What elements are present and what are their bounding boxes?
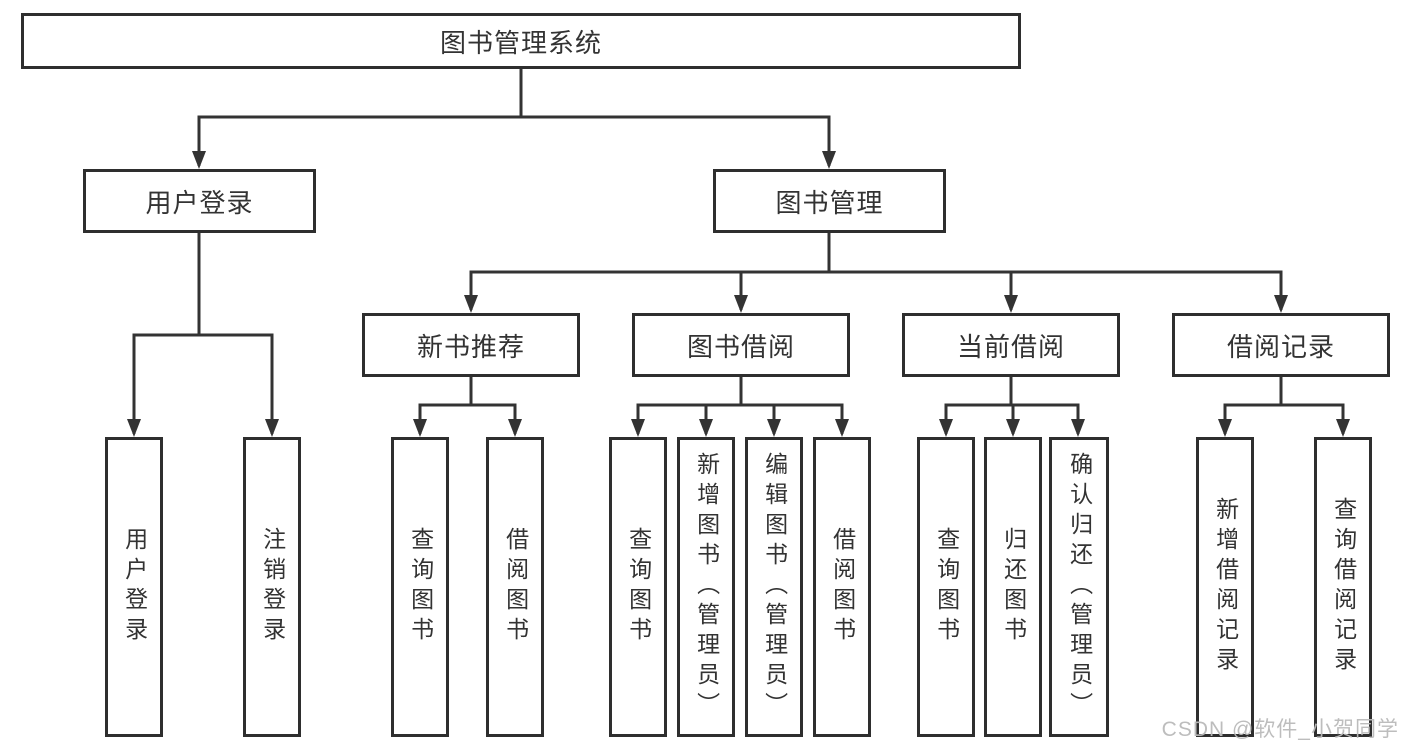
leaf-label: 查询借阅记录 xyxy=(1330,497,1357,677)
leaf-query-books-current: 查询图书 xyxy=(917,437,975,737)
leaf-add-book-admin: 新增图书（管理员） xyxy=(677,437,735,737)
node-current-borrow: 当前借阅 xyxy=(902,313,1120,377)
leaf-label: 编辑图书（管理员） xyxy=(761,452,788,722)
leaf-label: 确认归还（管理员） xyxy=(1066,452,1093,722)
leaf-query-books-recommend: 查询图书 xyxy=(391,437,449,737)
leaf-label: 查询图书 xyxy=(933,527,960,647)
leaf-label: 查询图书 xyxy=(625,527,652,647)
leaf-label: 借阅图书 xyxy=(502,527,529,647)
leaf-add-borrow-record: 新增借阅记录 xyxy=(1196,437,1254,737)
leaf-return-book: 归还图书 xyxy=(984,437,1042,737)
csdn-watermark: CSDN @软件_小贺同学 xyxy=(1161,718,1399,741)
leaf-edit-book-admin: 编辑图书（管理员） xyxy=(745,437,803,737)
node-user-login: 用户登录 xyxy=(83,169,316,233)
leaf-query-borrow-record: 查询借阅记录 xyxy=(1314,437,1372,737)
leaf-user-login: 用户登录 xyxy=(105,437,163,737)
node-library-management-system: 图书管理系统 xyxy=(21,13,1021,69)
leaf-label: 归还图书 xyxy=(1000,527,1027,647)
node-book-management: 图书管理 xyxy=(713,169,946,233)
node-borrow-records: 借阅记录 xyxy=(1172,313,1390,377)
leaf-borrow-books: 借阅图书 xyxy=(813,437,871,737)
leaf-borrow-books-recommend: 借阅图书 xyxy=(486,437,544,737)
leaf-label: 用户登录 xyxy=(121,527,148,647)
leaf-label: 新增借阅记录 xyxy=(1212,497,1239,677)
node-new-book-recommend: 新书推荐 xyxy=(362,313,580,377)
node-book-borrow: 图书借阅 xyxy=(632,313,850,377)
leaf-label: 查询图书 xyxy=(407,527,434,647)
leaf-label: 注销登录 xyxy=(259,527,286,647)
leaf-query-books-borrow: 查询图书 xyxy=(609,437,667,737)
leaf-label: 借阅图书 xyxy=(829,527,856,647)
leaf-logout: 注销登录 xyxy=(243,437,301,737)
leaf-label: 新增图书（管理员） xyxy=(693,452,720,722)
leaf-confirm-return-admin: 确认归还（管理员） xyxy=(1049,437,1109,737)
